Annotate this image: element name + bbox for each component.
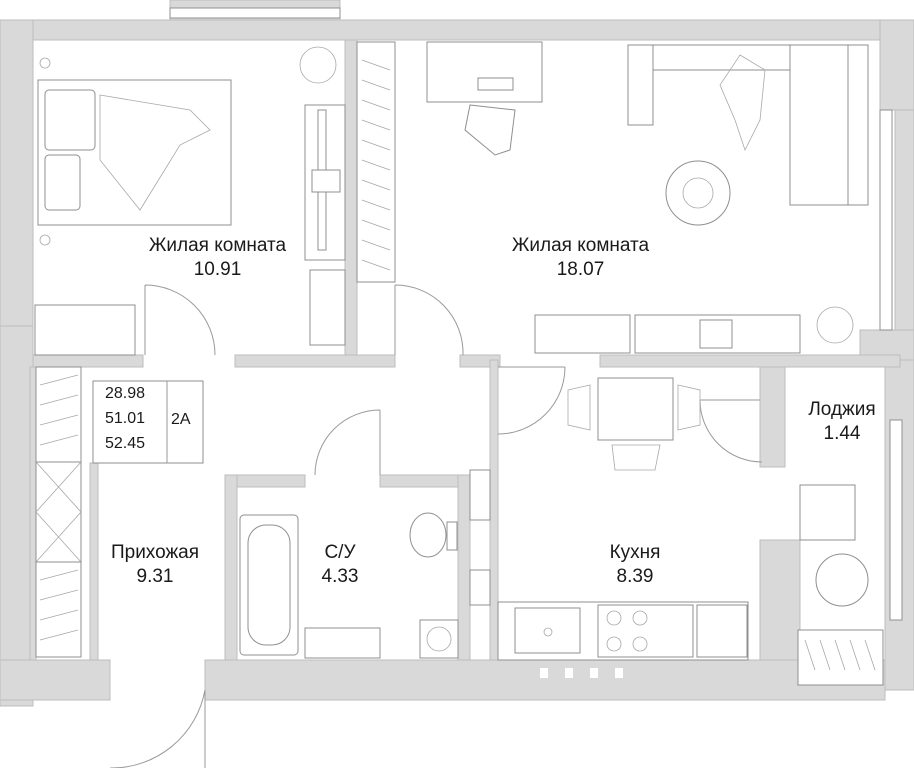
room-area-bedroom: 10.91 xyxy=(193,259,242,280)
loggia-furniture xyxy=(797,484,884,686)
area-summary: 28.98 51.01 52.45 2А xyxy=(93,381,203,463)
room-name-bathroom: С/У xyxy=(324,542,356,563)
room-label-bathroom: С/У 4.33 xyxy=(300,541,380,589)
total-with-loggia-value: 52.45 xyxy=(105,435,146,452)
hallway-furniture xyxy=(35,366,204,658)
room-label-loggia: Лоджия 1.44 xyxy=(792,398,892,446)
doors xyxy=(110,284,763,768)
room-area-hallway: 9.31 xyxy=(136,566,174,587)
bedroom-furniture xyxy=(34,46,346,356)
bathroom-furniture xyxy=(239,469,491,659)
room-label-living: Жилая комната 18.07 xyxy=(478,234,683,282)
room-area-living: 18.07 xyxy=(556,259,605,280)
room-area-bathroom: 4.33 xyxy=(321,566,359,587)
room-area-loggia: 1.44 xyxy=(823,423,861,444)
room-label-bedroom: Жилая комната 10.91 xyxy=(115,234,320,282)
room-name-bedroom: Жилая комната xyxy=(148,235,287,256)
wardrobe xyxy=(356,41,396,283)
windows xyxy=(169,7,903,678)
living-furniture xyxy=(426,41,869,354)
room-name-living: Жилая комната xyxy=(511,235,650,256)
living-area-value: 28.98 xyxy=(105,385,146,402)
kitchen-furniture xyxy=(497,377,749,661)
room-name-hallway: Прихожая xyxy=(110,542,200,563)
room-area-kitchen: 8.39 xyxy=(616,566,654,587)
total-area-value: 51.01 xyxy=(105,410,146,427)
room-name-loggia: Лоджия xyxy=(808,399,876,420)
room-name-kitchen: Кухня xyxy=(609,542,661,563)
room-label-hallway: Прихожая 9.31 xyxy=(95,541,215,589)
room-label-kitchen: Кухня 8.39 xyxy=(590,541,680,589)
apartment-type: 2А xyxy=(171,411,191,428)
